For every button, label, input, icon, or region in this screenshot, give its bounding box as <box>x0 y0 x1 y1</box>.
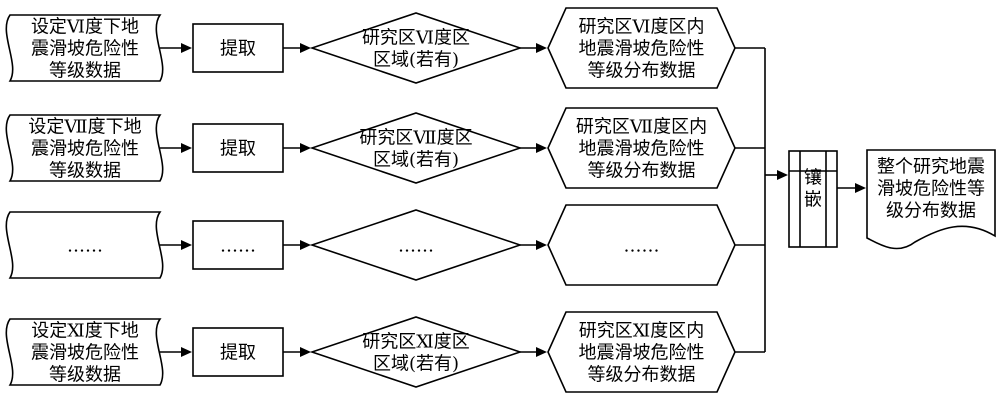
extract-label: …… <box>220 235 256 256</box>
output-label-line: 地震滑坡危险性 <box>579 38 705 59</box>
extract-label-line: …… <box>220 235 256 256</box>
output-hexagon: 研究区Ⅶ度区内地震滑坡危险性等级分布数据 <box>547 107 736 189</box>
extract-box: …… <box>192 220 284 270</box>
region-label-line: 区域(若有) <box>373 353 459 374</box>
arrow-to-output <box>520 43 547 53</box>
region-label-line: 研究区Ⅶ度区 <box>359 127 472 148</box>
input-data-shape: 设定Ⅵ度下地震滑坡危险性等级数据 <box>5 14 164 82</box>
merge-section: 镶嵌 整个研究地震滑坡危险性等级分布数据 <box>764 48 996 352</box>
result-label: 整个研究地震滑坡危险性等级分布数据 <box>877 156 985 221</box>
input-data-label: 设定Ⅶ度下地震滑坡危险性等级数据 <box>28 116 141 181</box>
output-label-line: 等级分布数据 <box>588 160 696 181</box>
row-1: 设定Ⅵ度下地震滑坡危险性等级数据 提取 研究区Ⅵ度区区域(若有) 研究区Ⅵ度区内地震滑… <box>5 7 765 89</box>
region-diamond: 研究区Ⅵ度区区域(若有) <box>309 12 523 84</box>
mosaic-box: 镶嵌 <box>788 150 838 248</box>
input-data-label-line: 震滑坡危险性 <box>31 342 139 363</box>
region-label: …… <box>398 235 434 256</box>
output-label-line: 研究区Ⅶ度区内 <box>576 116 707 137</box>
output-label-line: …… <box>624 235 660 256</box>
arrow-to-result <box>837 183 866 193</box>
input-data-label-line: …… <box>67 235 103 256</box>
mosaic-label-line: 镶 <box>804 167 822 188</box>
result-document: 整个研究地震滑坡危险性等级分布数据 <box>866 149 996 250</box>
output-hexagon: 研究区Ⅺ度区内地震滑坡危险性等级分布数据 <box>547 311 736 393</box>
arrow-to-output <box>520 347 547 357</box>
output-label-line: 等级分布数据 <box>588 60 696 81</box>
extract-label: 提取 <box>220 38 256 59</box>
input-data-label-line: 设定Ⅶ度下地 <box>28 116 141 137</box>
flowchart-rows: 设定Ⅵ度下地震滑坡危险性等级数据提取研究区Ⅵ度区区域(若有)研究区Ⅵ度区内地震滑… <box>5 7 765 393</box>
arrow-to-mosaic <box>765 170 788 180</box>
result-label-line: 滑坡危险性等 <box>877 178 985 199</box>
region-label-line: …… <box>398 235 434 256</box>
row-4: 设定Ⅺ度下地震滑坡危险性等级数据 提取 研究区Ⅺ度区区域(若有) 研究区Ⅺ度区内地震滑… <box>5 311 765 393</box>
input-data-label-line: 等级数据 <box>49 60 121 81</box>
region-label-line: 研究区Ⅵ度区 <box>362 27 470 48</box>
output-label: 研究区Ⅺ度区内地震滑坡危险性等级分布数据 <box>579 320 705 385</box>
region-diamond: 研究区Ⅶ度区区域(若有) <box>309 112 523 184</box>
region-label: 研究区Ⅶ度区区域(若有) <box>359 127 472 170</box>
input-data-label-line: 等级数据 <box>49 160 121 181</box>
output-hexagon: …… <box>547 204 736 286</box>
region-label: 研究区Ⅵ度区区域(若有) <box>362 27 470 70</box>
arrow-to-region <box>283 347 311 357</box>
input-data-label: 设定Ⅺ度下地震滑坡危险性等级数据 <box>31 320 139 385</box>
input-data-label-line: 设定Ⅺ度下地 <box>31 320 138 341</box>
row-3: …… …… …… …… <box>5 204 765 286</box>
extract-label-line: 提取 <box>220 342 256 363</box>
arrow-to-extract <box>160 43 192 53</box>
arrow-to-extract <box>160 143 192 153</box>
output-label: 研究区Ⅵ度区内地震滑坡危险性等级分布数据 <box>578 16 704 81</box>
input-data-label: 设定Ⅵ度下地震滑坡危险性等级数据 <box>31 16 139 81</box>
region-label-line: 区域(若有) <box>373 49 459 70</box>
result-label-line: 级分布数据 <box>886 200 976 221</box>
region-label-line: 研究区Ⅺ度区 <box>362 331 469 352</box>
mosaic-label: 镶嵌 <box>804 167 822 210</box>
input-data-label-line: 震滑坡危险性 <box>31 138 139 159</box>
extract-label-line: 提取 <box>220 38 256 59</box>
row-2: 设定Ⅶ度下地震滑坡危险性等级数据 提取 研究区Ⅶ度区区域(若有) 研究区Ⅶ度区内地震滑… <box>5 107 765 189</box>
arrow-to-extract <box>160 240 192 250</box>
output-label: 研究区Ⅶ度区内地震滑坡危险性等级分布数据 <box>576 116 707 181</box>
extract-box: 提取 <box>192 327 284 377</box>
region-label: 研究区Ⅺ度区区域(若有) <box>362 331 469 374</box>
arrow-to-region <box>283 240 311 250</box>
region-label-line: 区域(若有) <box>373 149 459 170</box>
arrow-to-region <box>283 143 311 153</box>
output-label-line: 研究区Ⅵ度区内 <box>578 16 704 37</box>
arrow-to-output <box>520 143 547 153</box>
extract-box: 提取 <box>192 123 284 173</box>
extract-box: 提取 <box>192 23 284 73</box>
input-data-label: …… <box>67 235 103 256</box>
input-data-label-line: 设定Ⅵ度下地 <box>31 16 139 37</box>
input-data-label-line: 等级数据 <box>49 364 121 385</box>
extract-label-line: 提取 <box>220 138 256 159</box>
input-data-shape: 设定Ⅶ度下地震滑坡危险性等级数据 <box>5 114 164 182</box>
output-label-line: 等级分布数据 <box>588 364 696 385</box>
output-hexagon: 研究区Ⅵ度区内地震滑坡危险性等级分布数据 <box>547 7 736 89</box>
region-diamond: 研究区Ⅺ度区区域(若有) <box>309 316 523 388</box>
mosaic-label-line: 嵌 <box>804 189 822 210</box>
input-data-shape: 设定Ⅺ度下地震滑坡危险性等级数据 <box>5 318 164 386</box>
input-data-shape: …… <box>5 211 164 279</box>
region-diamond: …… <box>309 209 523 281</box>
output-label: …… <box>624 235 660 256</box>
output-label-line: 研究区Ⅺ度区内 <box>579 320 704 341</box>
result-label-line: 整个研究地震 <box>877 156 985 177</box>
extract-label: 提取 <box>220 342 256 363</box>
arrow-to-region <box>283 43 311 53</box>
arrow-to-output <box>520 240 547 250</box>
extract-label: 提取 <box>220 138 256 159</box>
input-data-label-line: 震滑坡危险性 <box>31 38 139 59</box>
output-label-line: 地震滑坡危险性 <box>579 138 705 159</box>
arrow-to-extract <box>160 347 192 357</box>
output-label-line: 地震滑坡危险性 <box>579 342 705 363</box>
